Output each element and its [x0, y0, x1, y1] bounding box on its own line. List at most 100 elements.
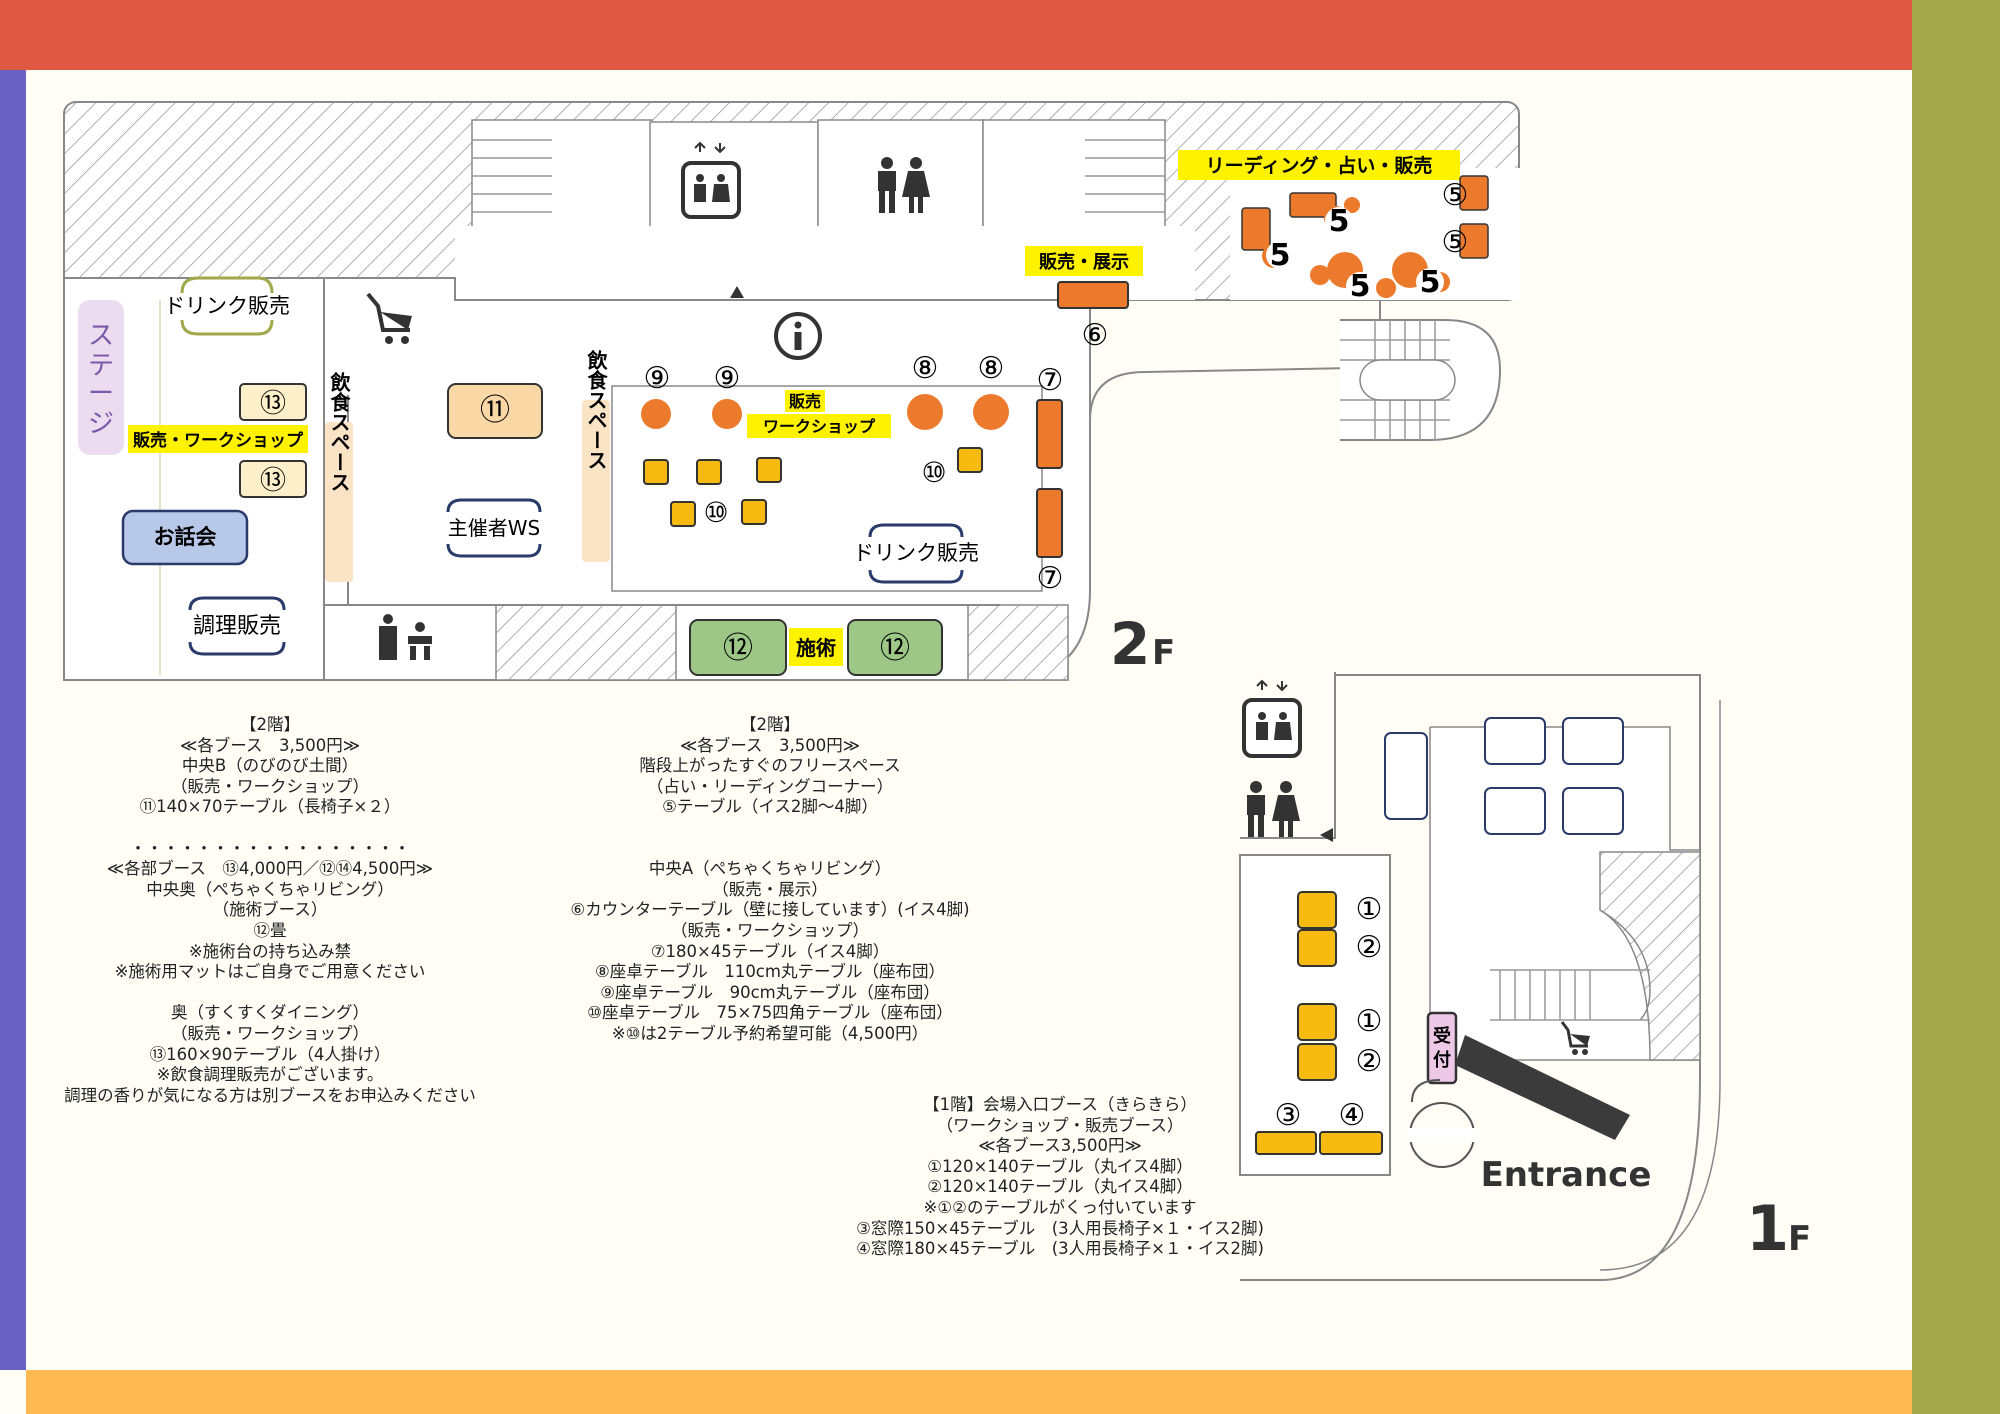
stage-area — [78, 300, 124, 455]
sales-exhibit-highlight — [1025, 246, 1143, 276]
svg-text:②: ② — [1356, 1044, 1383, 1079]
svg-text:5: 5 — [1420, 265, 1441, 300]
svg-text:販売: 販売 — [789, 392, 821, 411]
floor-1-label-num: 1 — [1746, 1192, 1789, 1265]
elevator-icon — [681, 141, 741, 219]
svg-text:①: ① — [1356, 892, 1383, 927]
svg-text:5: 5 — [1350, 269, 1371, 304]
svg-text:⑤: ⑤ — [1442, 225, 1469, 260]
floor-1-map: ① ② ① ② ③ ④ 受 付 Entrance 1 F — [1239, 672, 1811, 1281]
floor-1-cart-icon — [1560, 1021, 1590, 1055]
svg-text:ワークショップ: ワークショップ — [763, 417, 876, 436]
booth-2-bottom[interactable] — [1297, 1043, 1337, 1081]
booth-13-bottom[interactable] — [239, 460, 307, 498]
booth-11[interactable] — [447, 383, 543, 439]
booth-5-labels: 5 5 5 5 — [1266, 204, 1444, 304]
svg-text:⑪: ⑪ — [480, 393, 510, 428]
shopping-cart-icon — [366, 292, 412, 344]
sales-workshop-left-highlight — [128, 425, 308, 453]
reception-label: 付 — [1433, 1049, 1451, 1071]
stairs-left — [472, 139, 552, 213]
booth-1-top[interactable] — [1297, 891, 1337, 929]
restroom-area — [817, 119, 984, 229]
booth-8-right[interactable] — [973, 394, 1009, 430]
stairs-right — [1085, 139, 1165, 213]
booth-7-top[interactable] — [1036, 399, 1063, 469]
svg-text:テ: テ — [88, 351, 114, 381]
booth-12-left[interactable] — [689, 619, 787, 676]
svg-text:⑦: ⑦ — [1037, 561, 1064, 596]
up-arrow-icon — [730, 286, 744, 298]
treatment-label: 施術 — [796, 636, 836, 660]
booth-12-right[interactable] — [847, 619, 943, 676]
reading-label: リーディング・占い・販売 — [1206, 154, 1433, 177]
booth-3[interactable] — [1255, 1131, 1317, 1155]
right-color-band — [1912, 0, 2000, 1414]
svg-text:5: 5 — [1270, 238, 1291, 273]
sales-exhibit-label: 販売・展示 — [1039, 251, 1129, 273]
treatment-highlight — [789, 628, 843, 666]
svg-text:⑩: ⑩ — [921, 456, 946, 489]
floor-1-label-f: F — [1788, 1219, 1811, 1259]
floor-1-elevator-icon — [1242, 679, 1302, 758]
svg-text:⑬: ⑬ — [260, 466, 286, 496]
booth-8-left[interactable] — [907, 394, 943, 430]
svg-text:⑤: ⑤ — [1442, 178, 1469, 213]
booth-9-left[interactable] — [641, 399, 671, 429]
notes-middle-2f-living: 【2階】 ≪各ブース 3,500円≫ 階段上がったすぐのフリースペース （占い・… — [570, 715, 970, 1043]
booth-1-bottom[interactable] — [1297, 1003, 1337, 1041]
svg-text:②: ② — [1356, 930, 1383, 965]
svg-text:③: ③ — [1275, 1098, 1302, 1133]
svg-text:ジ: ジ — [88, 409, 114, 439]
organizer-ws-label: 主催者WS — [448, 516, 540, 540]
corridor-curve — [1089, 300, 1381, 421]
left-color-band — [0, 70, 26, 1370]
entrance-ramp — [1455, 1035, 1630, 1140]
reception-desk[interactable] — [1426, 1011, 1458, 1085]
svg-text:⑦: ⑦ — [1037, 363, 1064, 398]
baby-care-icon — [379, 614, 432, 660]
food-space-left-label: 飲食スペース — [327, 371, 351, 492]
stairs-area-left — [471, 119, 653, 229]
svg-text:⑧: ⑧ — [978, 351, 1005, 386]
floor-2-map: ス テ ー ジ ドリンク販売 ⑬ 販売・ワークショップ ⑬ お話会 調理販売 飲… — [62, 101, 1520, 681]
cooking-sales-label: 調理販売 — [193, 614, 281, 639]
food-space-center-label: 飲食スペース — [584, 349, 608, 470]
center-sales-highlight-1 — [785, 390, 825, 412]
sales-workshop-left-label: 販売・ワークショップ — [133, 430, 304, 451]
top-color-band — [0, 0, 1912, 70]
svg-text:ー: ー — [88, 379, 114, 409]
svg-text:⑥: ⑥ — [1082, 318, 1109, 353]
food-space-center — [582, 400, 610, 562]
floor-2-label-f: F — [1152, 633, 1175, 673]
svg-text:⑧: ⑧ — [912, 351, 939, 386]
floor-1-stairs — [1490, 969, 1650, 1021]
svg-text:⑩: ⑩ — [703, 496, 728, 529]
entrance-label: Entrance — [1481, 1155, 1652, 1195]
booth-2-top[interactable] — [1297, 929, 1337, 967]
restroom-icon — [878, 157, 930, 213]
svg-text:⑨: ⑨ — [644, 361, 671, 396]
booth-13-top[interactable] — [239, 383, 307, 421]
info-icon — [774, 312, 822, 360]
reading-highlight — [1178, 150, 1460, 180]
svg-text:⑫: ⑫ — [723, 631, 753, 666]
svg-text:5: 5 — [1329, 204, 1350, 239]
booth-10-tables[interactable] — [643, 447, 983, 527]
floor-1-restroom-icon — [1247, 781, 1300, 837]
booth-7-bottom[interactable] — [1036, 488, 1063, 558]
bottom-color-band — [26, 1370, 1912, 1414]
talk-label: お話会 — [154, 525, 217, 549]
svg-text:①: ① — [1356, 1004, 1383, 1039]
stairs-area-right — [982, 119, 1166, 229]
stage-label-1: ス — [88, 321, 114, 351]
floor-2-label-num: 2 — [1110, 610, 1150, 678]
notes-right-1f-entrance: 【1階】会場入口ブース（きらきら） （ワークショップ・販売ブース） ≪各ブース3… — [856, 1095, 1264, 1259]
floor-1-outline — [1240, 672, 1701, 1281]
booth-4[interactable] — [1319, 1131, 1383, 1155]
talk-booth[interactable] — [121, 509, 249, 566]
svg-text:⑫: ⑫ — [880, 631, 910, 666]
booth-9-right[interactable] — [712, 399, 742, 429]
booth-6[interactable] — [1057, 281, 1129, 309]
